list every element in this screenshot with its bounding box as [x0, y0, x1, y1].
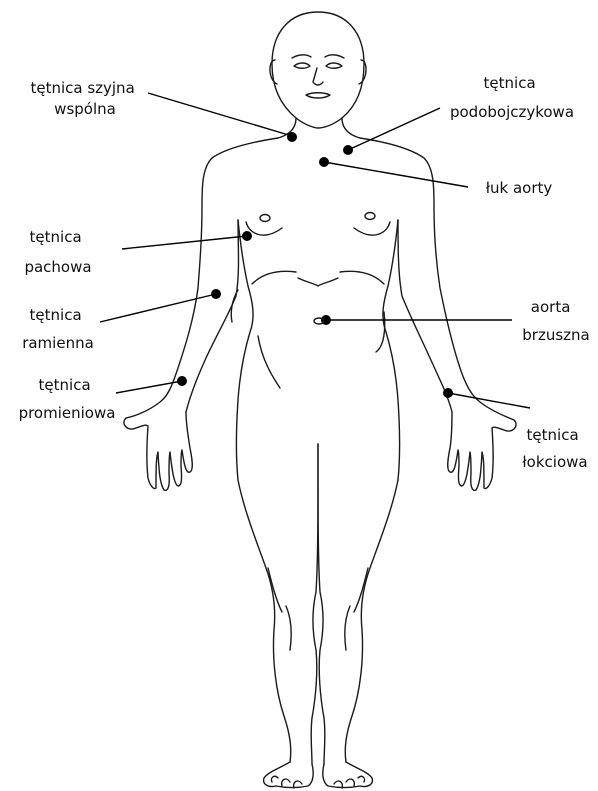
dot-carotid — [287, 132, 297, 142]
label-brachial: tętnica ramienna — [22, 306, 94, 352]
left-leg-outer — [238, 480, 291, 762]
dot-radial — [177, 376, 187, 386]
left-leg-inner — [311, 444, 318, 764]
label-abdominal-aorta: aorta brzuszna — [522, 298, 589, 344]
right-leg-outer — [345, 480, 398, 762]
label-subclavian: tętnica podobojczykowa — [450, 74, 574, 121]
right-torso — [383, 220, 400, 480]
leader-carotid — [148, 93, 292, 136]
leader-brachial — [100, 294, 216, 322]
label-ulnar: tętnica łokciowa — [522, 426, 587, 471]
leader-aortic-arch — [324, 162, 468, 187]
markers — [100, 93, 530, 408]
leader-ulnar — [448, 393, 530, 408]
label-aortic-arch: łuk aorty — [486, 179, 553, 197]
torso-details — [231, 213, 390, 789]
right-hand — [448, 412, 516, 490]
right-arm-inner — [398, 220, 452, 412]
leader-subclavian — [348, 108, 440, 150]
dot-subclavian — [343, 145, 353, 155]
face — [292, 55, 344, 98]
left-shoulder-arm-outer — [126, 138, 278, 418]
left-foot — [264, 762, 314, 788]
right-foot — [323, 762, 373, 788]
right-leg-inner — [318, 444, 325, 764]
right-ear — [359, 60, 366, 84]
left-hand — [124, 412, 192, 490]
leader-axillary — [122, 236, 247, 249]
body-outline — [124, 12, 516, 788]
leader-radial — [116, 381, 182, 393]
label-radial: tętnica promieniowa — [19, 376, 116, 422]
label-axillary: tętnica pachowa — [24, 228, 91, 276]
neck-right — [342, 118, 360, 138]
dot-brachial — [211, 289, 221, 299]
label-carotid: tętnica szyjna wspólna — [30, 79, 139, 118]
dot-axillary — [242, 231, 252, 241]
dot-ulnar — [443, 388, 453, 398]
dot-aortic-arch — [319, 157, 329, 167]
labels: tętnica szyjna wspólna tętnica podobojcz… — [19, 74, 590, 471]
left-ear — [270, 60, 277, 84]
head — [272, 12, 364, 128]
